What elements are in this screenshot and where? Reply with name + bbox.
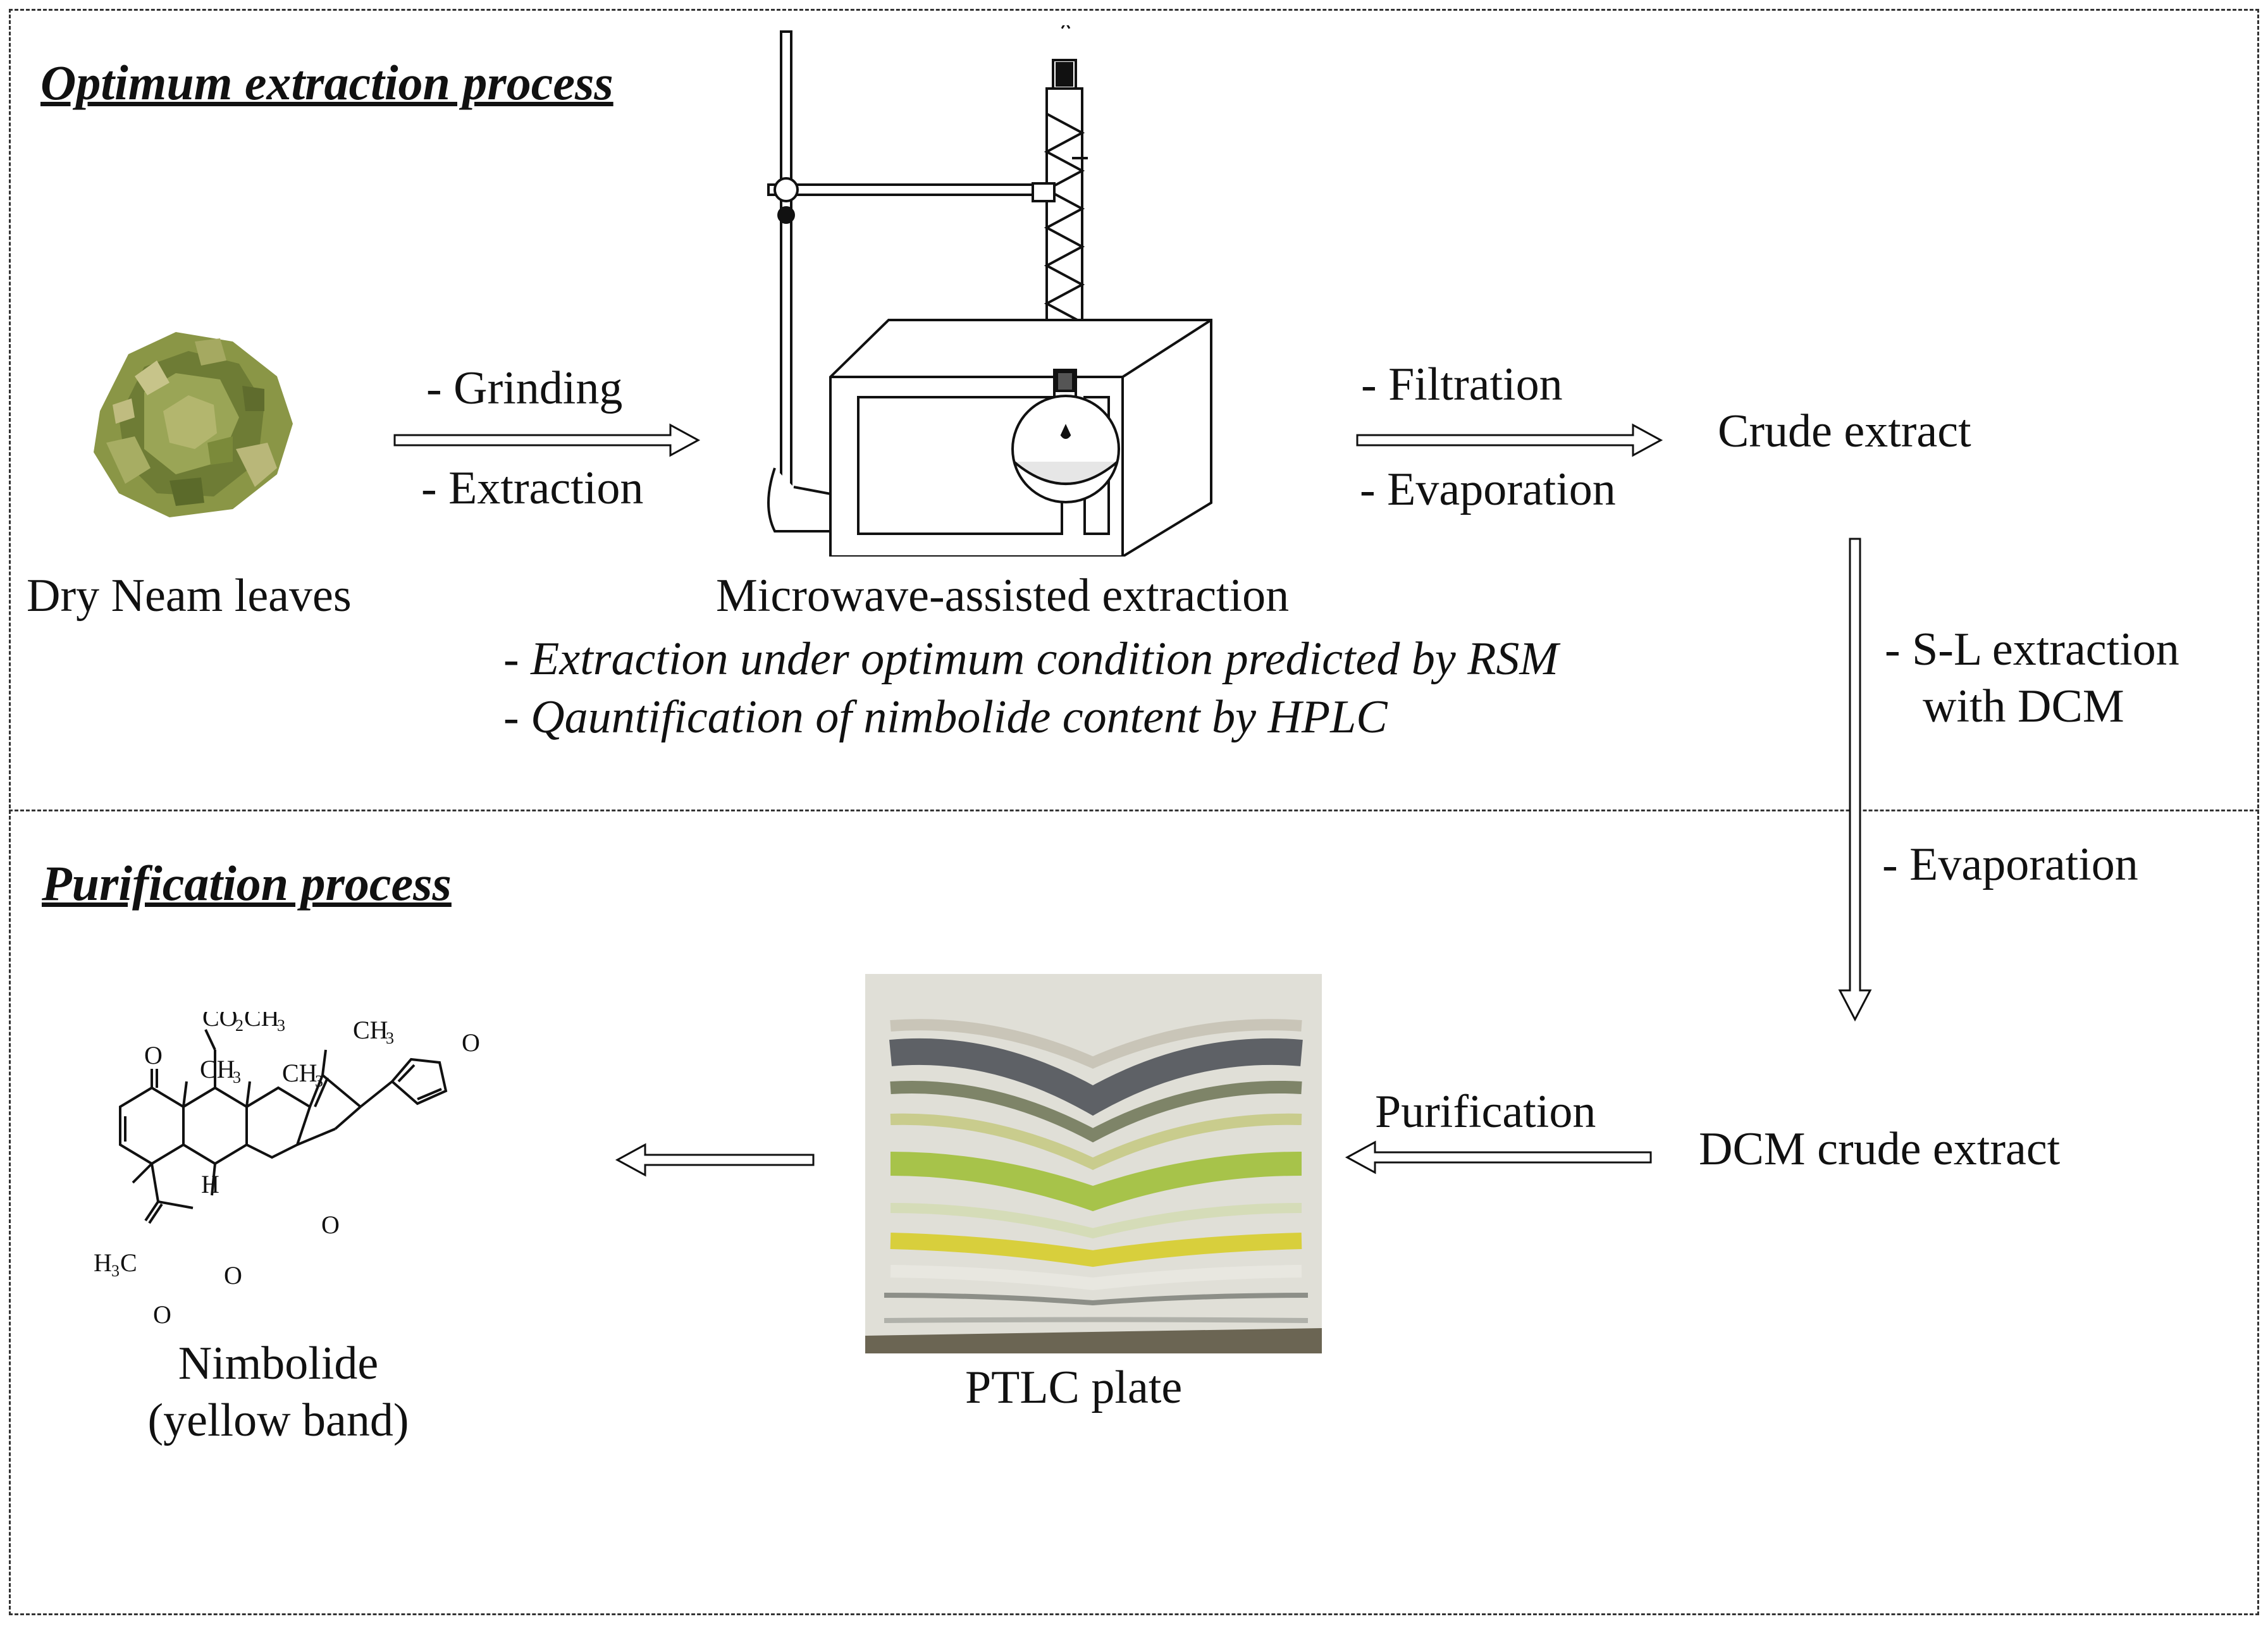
ester-sub-3: 3 — [277, 1016, 285, 1035]
ether-o: O — [321, 1210, 340, 1239]
step-purification: Purification — [1375, 1086, 1596, 1138]
methyl-h3c-h: H — [94, 1248, 112, 1277]
section-divider — [9, 810, 2259, 811]
carbonyl-o: O — [153, 1300, 171, 1329]
step-filtration: - Filtration — [1361, 359, 1563, 410]
arrow-filtration — [1356, 423, 1663, 457]
methyl-b: CH — [282, 1059, 317, 1087]
top-section-title: Optimum extraction process — [40, 55, 613, 110]
microwave-apparatus — [767, 25, 1212, 557]
ptlc-plate-image — [865, 974, 1322, 1353]
note-hplc: - Qauntification of nimbolide content by… — [503, 691, 1388, 743]
outer-frame — [9, 9, 2259, 1615]
step-evaporation-1: - Evaporation — [1360, 464, 1616, 515]
arrow-to-nimbolide — [615, 1143, 815, 1177]
nimbolide-note: (yellow band) — [147, 1395, 409, 1446]
step-sl-extraction: - S-L extraction — [1885, 624, 2179, 675]
methyl-top: CH — [353, 1016, 388, 1044]
methyl-a-sub: 3 — [233, 1068, 241, 1087]
bottom-section-title: Purification process — [42, 856, 452, 911]
arrow-grinding — [393, 423, 701, 457]
crude-extract-label: Crude extract — [1718, 405, 1971, 457]
ptlc-plate-label: PTLC plate — [965, 1362, 1183, 1414]
arrow-purification — [1345, 1140, 1652, 1174]
ester-co: CO — [202, 1012, 238, 1032]
methyl-top-sub: 3 — [386, 1029, 394, 1047]
h-label: H — [201, 1170, 219, 1198]
dry-leaves-image — [94, 332, 293, 517]
ester-sub-2: 2 — [235, 1016, 243, 1035]
microwave-label: Microwave-assisted extraction — [716, 570, 1290, 622]
ester-ch: CH — [244, 1012, 280, 1032]
step-evaporation-2: - Evaporation — [1882, 839, 2138, 890]
nimbolide-structure: O CO 2 CH 3 CH 3 CH 3 CH 3 O H H 3 C O O… — [94, 1012, 480, 1329]
step-grinding: - Grinding — [426, 362, 623, 414]
step-extraction: - Extraction — [421, 462, 644, 514]
note-optimum-condition: - Extraction under optimum condition pre… — [503, 633, 1559, 685]
lactone-o: O — [224, 1261, 242, 1290]
nimbolide-label: Nimbolide — [178, 1338, 379, 1389]
methyl-a: CH — [200, 1055, 235, 1083]
methyl-b-sub: 3 — [315, 1072, 323, 1090]
methyl-h3c-3: 3 — [111, 1262, 120, 1280]
methyl-h3c-c: C — [120, 1248, 137, 1277]
dry-leaves-label: Dry Neam leaves — [27, 570, 352, 622]
arrow-vertical — [1838, 538, 1872, 1022]
dcm-crude-extract-label: DCM crude extract — [1699, 1123, 2061, 1175]
furan-o: O — [462, 1028, 480, 1057]
ketone-o: O — [144, 1041, 163, 1069]
step-sl-extraction-dcm: with DCM — [1923, 681, 2124, 732]
